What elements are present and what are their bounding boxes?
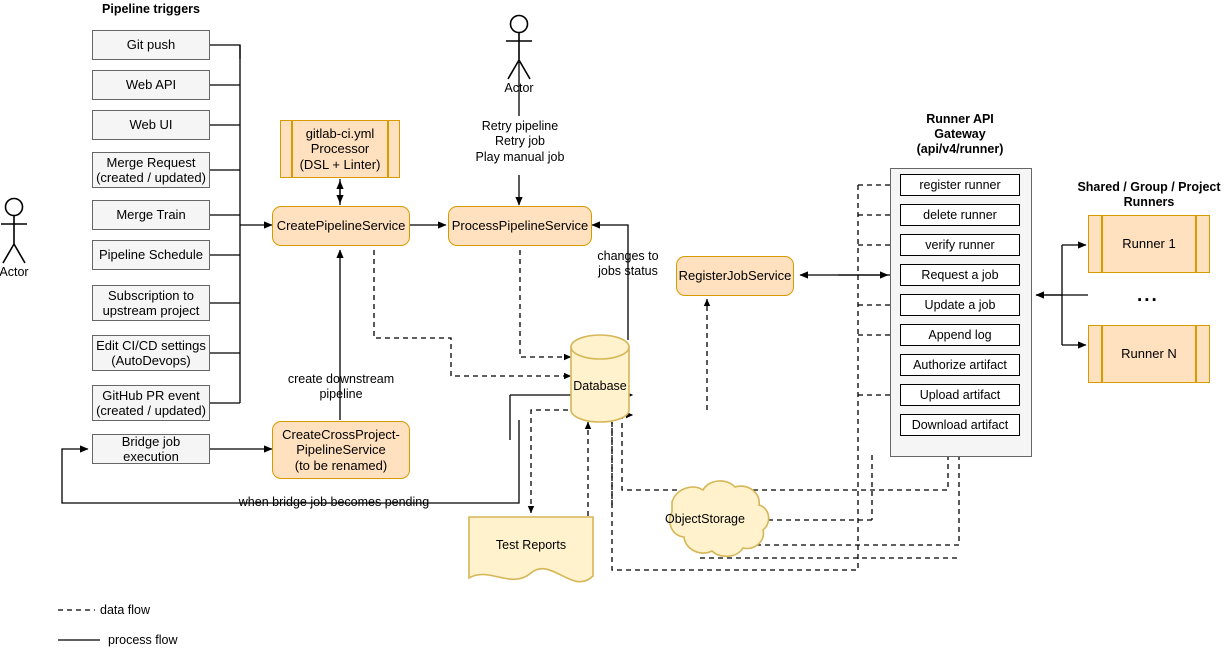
api-endpoint-update-a-job[interactable]: Update a job <box>900 294 1020 316</box>
service-label: ProcessPipelineService <box>451 218 589 234</box>
api-endpoint-request-a-job[interactable]: Request a job <box>900 264 1020 286</box>
service-create-cross-project-pipeline[interactable]: CreateCrossProject- PipelineService (to … <box>272 421 410 479</box>
trigger-label: Bridge job execution <box>121 433 181 464</box>
service-label: CreatePipelineService <box>276 218 406 234</box>
trigger-label: GitHub PR event (created / updated) <box>96 387 206 418</box>
database-label: Database <box>573 379 627 393</box>
trigger-pipeline-schedule[interactable]: Pipeline Schedule <box>92 240 210 270</box>
service-label: gitlab-ci.yml Processor (DSL + Linter) <box>299 126 381 172</box>
api-endpoint-label: verify runner <box>925 237 995 252</box>
service-gitlab-ci-yml-processor[interactable]: gitlab-ci.yml Processor (DSL + Linter) <box>280 120 400 178</box>
trigger-web-api[interactable]: Web API <box>92 70 210 100</box>
trigger-edit-cicd-settings[interactable]: Edit CI/CD settings (AutoDevops) <box>92 335 210 371</box>
runner-label: Runner N <box>1121 346 1177 362</box>
api-endpoint-delete-runner[interactable]: delete runner <box>900 204 1020 226</box>
service-label: RegisterJobService <box>678 268 792 284</box>
legend-process-flow-label: process flow <box>108 633 178 647</box>
trigger-label: Merge Request (created / updated) <box>96 154 206 185</box>
runner-bar-left <box>1101 216 1103 272</box>
trigger-label: Subscription to upstream project <box>102 287 200 318</box>
runner-bar-right <box>1195 326 1197 382</box>
api-endpoint-label: Authorize artifact <box>913 357 1007 372</box>
api-endpoint-label: Update a job <box>924 297 996 312</box>
api-endpoint-label: register runner <box>919 177 1001 192</box>
trigger-github-pr-event[interactable]: GitHub PR event (created / updated) <box>92 385 210 421</box>
api-endpoint-upload-artifact[interactable]: Upload artifact <box>900 384 1020 406</box>
trigger-label: Edit CI/CD settings (AutoDevops) <box>96 337 206 368</box>
legend-data-flow-label: data flow <box>100 603 151 617</box>
trigger-label: Merge Train <box>116 207 186 223</box>
actor-top-glyph <box>506 14 532 80</box>
edge-label-changes-to-jobs-status: changes to jobs status <box>597 249 659 279</box>
api-endpoint-download-artifact[interactable]: Download artifact <box>900 414 1020 436</box>
edge-label-create-downstream-pipeline: create downstream pipeline <box>287 372 395 402</box>
runner-n[interactable]: Runner N <box>1088 325 1210 383</box>
service-process-pipeline[interactable]: ProcessPipelineService <box>448 206 592 246</box>
edge-label-bridge-pending: when bridge job becomes pending <box>238 495 430 509</box>
runner-label: Runner 1 <box>1122 236 1176 252</box>
test-reports-label: Test Reports <box>495 538 567 552</box>
trigger-merge-request[interactable]: Merge Request (created / updated) <box>92 152 210 188</box>
pipeline-triggers-heading: Pipeline triggers <box>102 2 200 16</box>
trigger-label: Git push <box>126 37 176 53</box>
api-endpoint-register-runner[interactable]: register runner <box>900 174 1020 196</box>
runner-api-gateway-heading: Runner API Gateway (api/v4/runner) <box>916 112 1004 156</box>
trigger-web-ui[interactable]: Web UI <box>92 110 210 140</box>
trigger-label: Pipeline Schedule <box>98 247 204 263</box>
api-endpoint-label: Upload artifact <box>919 387 1001 402</box>
trigger-bridge-job-execution[interactable]: Bridge job execution <box>92 434 210 464</box>
runners-ellipsis: ... <box>1137 285 1159 306</box>
trigger-label: Web API <box>125 77 177 93</box>
api-endpoint-append-log[interactable]: Append log <box>900 324 1020 346</box>
runner-bar-right <box>1195 216 1197 272</box>
trigger-label: Web UI <box>129 117 173 133</box>
trigger-subscription-upstream[interactable]: Subscription to upstream project <box>92 285 210 321</box>
service-create-pipeline[interactable]: CreatePipelineService <box>272 206 410 246</box>
edge-label-retry: Retry pipeline Retry job Play manual job <box>475 119 565 164</box>
runner-1[interactable]: Runner 1 <box>1088 215 1210 273</box>
module-bar-right <box>387 121 389 177</box>
api-endpoint-label: Request a job <box>921 267 999 282</box>
api-endpoint-verify-runner[interactable]: verify runner <box>900 234 1020 256</box>
actor-left-glyph <box>1 197 27 264</box>
runner-bar-left <box>1101 326 1103 382</box>
trigger-merge-train[interactable]: Merge Train <box>92 200 210 230</box>
module-bar-left <box>291 121 293 177</box>
service-register-job[interactable]: RegisterJobService <box>676 256 794 296</box>
api-endpoint-label: Append log <box>928 327 992 342</box>
object-storage-label: ObjectStorage <box>665 512 745 526</box>
api-endpoint-authorize-artifact[interactable]: Authorize artifact <box>900 354 1020 376</box>
actor-left-label: Actor <box>0 265 29 279</box>
actor-top-label: Actor <box>504 81 534 95</box>
service-label: CreateCrossProject- PipelineService (to … <box>282 427 400 473</box>
trigger-git-push[interactable]: Git push <box>92 30 210 60</box>
runners-heading: Shared / Group / Project Runners <box>1077 180 1221 209</box>
api-endpoint-label: Download artifact <box>911 417 1009 432</box>
api-endpoint-label: delete runner <box>923 207 997 222</box>
